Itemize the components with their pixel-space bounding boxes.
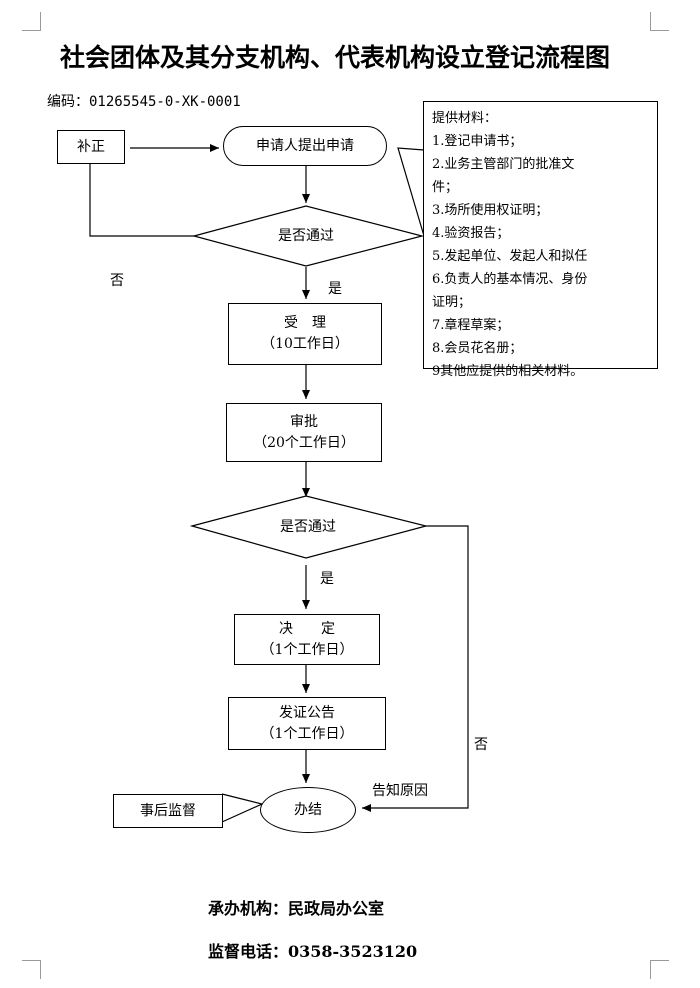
materials-item: 7.章程草案； xyxy=(432,318,510,333)
finish-label: 办结 xyxy=(294,801,322,818)
certificate-box: 发证公告 （1个工作日） xyxy=(228,697,386,750)
apply-node: 申请人提出申请 xyxy=(223,126,387,166)
materials-item: 6.负责人的基本情况、身份 xyxy=(432,272,588,287)
finish-node: 办结 xyxy=(260,787,356,833)
correction-box: 补正 xyxy=(57,130,125,164)
materials-heading: 提供材料： xyxy=(432,111,498,126)
accept-box: 受 理 （10工作日） xyxy=(228,303,382,365)
supervise-box: 事后监督 xyxy=(113,794,223,828)
materials-item: 2.业务主管部门的批准文 xyxy=(432,157,575,172)
corner-mark-top-right xyxy=(650,12,669,31)
document-code: 编码：01265545-0-XK-0001 xyxy=(47,94,241,110)
materials-item: 5.发起单位、发起人和拟任 xyxy=(432,249,588,264)
footer-office: 承办机构：民政局办公室 xyxy=(208,899,385,918)
materials-item: 9其他应提供的相关材料。 xyxy=(432,364,584,379)
check1-label: 是否通过 xyxy=(278,228,334,244)
edge-label-no-left: 否 xyxy=(110,273,124,289)
certificate-title: 发证公告 xyxy=(279,704,335,721)
supervise-callout-pointer xyxy=(221,793,264,823)
materials-item: 件； xyxy=(432,180,459,195)
materials-item: 1.登记申请书； xyxy=(432,134,523,149)
footer-phone: 监督电话：0358-3523120 xyxy=(208,942,418,961)
edge-label-notify-reason: 告知原因 xyxy=(372,783,428,799)
decide-title: 决 定 xyxy=(279,620,335,637)
materials-callout-pointer xyxy=(397,147,425,237)
apply-label: 申请人提出申请 xyxy=(256,137,354,154)
edge-label-yes-1: 是 xyxy=(328,281,342,297)
decide-box: 决 定 （1个工作日） xyxy=(234,614,380,665)
page-title: 社会团体及其分支机构、代表机构设立登记流程图 xyxy=(60,43,611,72)
decide-duration: （1个工作日） xyxy=(260,641,354,658)
materials-item: 3.场所使用权证明； xyxy=(432,203,549,218)
corner-mark-bottom-right xyxy=(650,960,669,979)
approve-duration: （20个工作日） xyxy=(253,434,355,451)
materials-item: 8.会员花名册； xyxy=(432,341,523,356)
materials-box: 提供材料： 1.登记申请书； 2.业务主管部门的批准文 件； 3.场所使用权证明… xyxy=(423,101,658,379)
line-check1-no-to-correction xyxy=(89,164,194,237)
decision-diamond-1 xyxy=(191,205,425,267)
approve-box: 审批 （20个工作日） xyxy=(226,403,382,462)
approve-title: 审批 xyxy=(290,413,318,430)
supervise-label: 事后监督 xyxy=(140,802,196,819)
accept-title: 受 理 xyxy=(284,315,326,331)
accept-duration: （10工作日） xyxy=(261,336,349,352)
corner-mark-top-left xyxy=(22,12,41,31)
check2-label: 是否通过 xyxy=(280,519,336,535)
correction-label: 补正 xyxy=(77,138,105,155)
decision-diamond-2 xyxy=(189,495,429,559)
arrow-check2-no-to-finish xyxy=(362,525,469,812)
materials-item: 4.验资报告； xyxy=(432,226,510,241)
edge-label-no-right: 否 xyxy=(474,737,488,753)
corner-mark-bottom-left xyxy=(22,960,41,979)
materials-item: 证明； xyxy=(432,295,472,310)
edge-label-yes-2: 是 xyxy=(320,571,334,587)
certificate-duration: （1个工作日） xyxy=(260,725,354,742)
